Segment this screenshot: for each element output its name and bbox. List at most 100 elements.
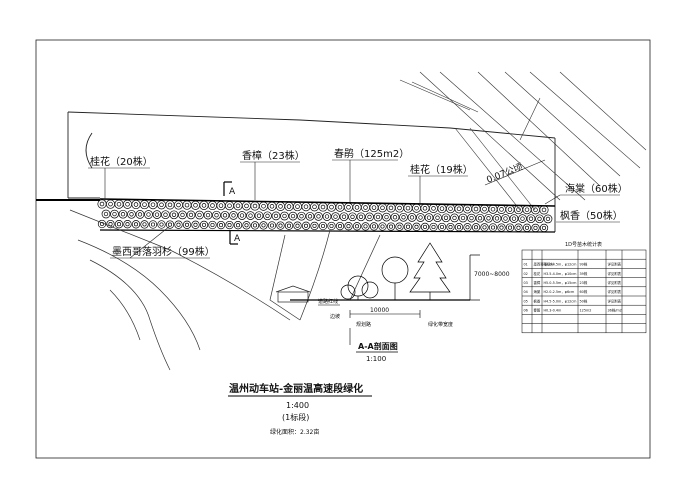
tree-symbol [207,200,218,211]
tree-symbol-core [103,211,109,217]
tree-symbol-core [125,202,130,207]
tree-symbol [522,205,532,215]
tree-symbol-core [422,206,428,211]
table-cell: 36株/m2 [608,308,622,313]
tree-symbol [203,210,213,220]
tree-symbol-core [286,204,292,209]
tree-symbol [105,199,116,209]
tree-symbol [314,212,323,221]
tree-symbol [254,211,264,221]
tree-symbol [480,223,489,232]
tree-symbol-core [405,224,411,229]
tree-symbol-core [533,225,538,230]
tree-symbol-core [99,221,105,227]
tree-symbol [225,220,234,230]
tree-symbol-core [307,214,313,219]
tree-symbol-core [324,214,330,219]
tree-symbol-core [499,207,504,212]
tree-symbol-core [273,213,279,219]
tree-symbol-core [329,223,334,229]
table-cell: 详见附表 [608,262,622,267]
tree-symbol-core [490,225,496,230]
tree-symbol [450,213,459,223]
tree-symbol-core [520,216,525,221]
road-lines [399,71,647,211]
tree-symbol-core [163,212,168,217]
tree-symbol [505,223,515,232]
tree-symbol-core [150,202,156,207]
tree-symbol-core [329,204,334,210]
tree-symbol-core [524,225,530,230]
tree-symbol-core [235,223,241,228]
label-crabapple: 海棠（60株） [565,182,628,195]
tree-symbol-core [397,205,402,211]
tree-symbol-core [320,204,326,210]
tree-symbol [501,214,510,223]
tree-symbol [454,223,464,232]
tree-symbol-core [265,213,270,218]
tree-symbol-core [239,213,245,218]
tree-symbol [467,213,476,223]
tree-symbol-core [460,215,466,221]
tree-symbol-core [473,225,479,230]
tree-symbol [326,202,337,212]
tree-symbol-core [414,224,419,229]
tree-symbol [220,210,230,220]
tree-symbol [101,209,111,219]
table-cell: 枫香 [534,298,541,303]
tree-symbol [148,200,158,210]
tree-symbol-core [214,213,219,218]
tree-symbol-core [252,223,258,228]
tree-symbol-core [210,222,215,228]
tree-symbol [479,204,490,214]
tree-symbol-core [350,214,355,219]
tree-symbol-core [431,206,436,211]
note-c: 绿化带宽度 [428,321,453,328]
tree-symbol [186,210,196,220]
tree-symbol [318,202,328,212]
tree-symbol-core [205,212,211,218]
tree-symbol [250,221,260,230]
tree-symbol [420,222,430,232]
tree-symbol-core [133,202,139,207]
tree-symbol-core [129,212,134,217]
tree-symbol-core [112,211,117,217]
label-maple: 枫香（50株） [560,209,623,222]
tree-symbol-core [409,215,415,220]
tree-symbol-core [516,207,521,212]
tree-symbol-core [137,212,143,217]
note-d: 边坡 [330,313,340,320]
tree-symbol [407,213,417,222]
tree-symbol-core [176,202,181,208]
tree-symbol [161,210,170,220]
tree-symbol [237,211,247,220]
tree-symbol [224,201,235,211]
tree-symbol [475,213,485,223]
hut-symbol [275,285,311,303]
table-cell: H3.5-4.0m，φ10cm [544,272,578,276]
tree-symbol [343,202,354,212]
tree-symbol-core [108,222,113,227]
table-cell: 海棠 [534,289,541,294]
tree-symbol [131,199,141,210]
tree-symbol [263,211,272,221]
tree-symbol [505,204,515,215]
tree-symbol-core [439,206,445,211]
tree-symbol-core [354,205,360,210]
tree-symbol [106,219,115,229]
sheet-border [35,39,651,459]
tree-symbol [114,199,124,209]
tree-symbol [484,213,493,223]
tree-symbol [335,202,345,212]
tree-symbol [131,220,141,229]
tree-symbol-core [244,223,249,228]
tree-symbol-core [392,215,398,220]
tree-symbol-core [295,204,300,209]
table-cell: 详见附表 [608,289,622,294]
tree-symbol-core [490,206,496,212]
tree-symbol-core [167,202,173,208]
tree-symbol [271,211,281,221]
tree-symbol [488,204,498,214]
tree-symbol [530,205,541,215]
